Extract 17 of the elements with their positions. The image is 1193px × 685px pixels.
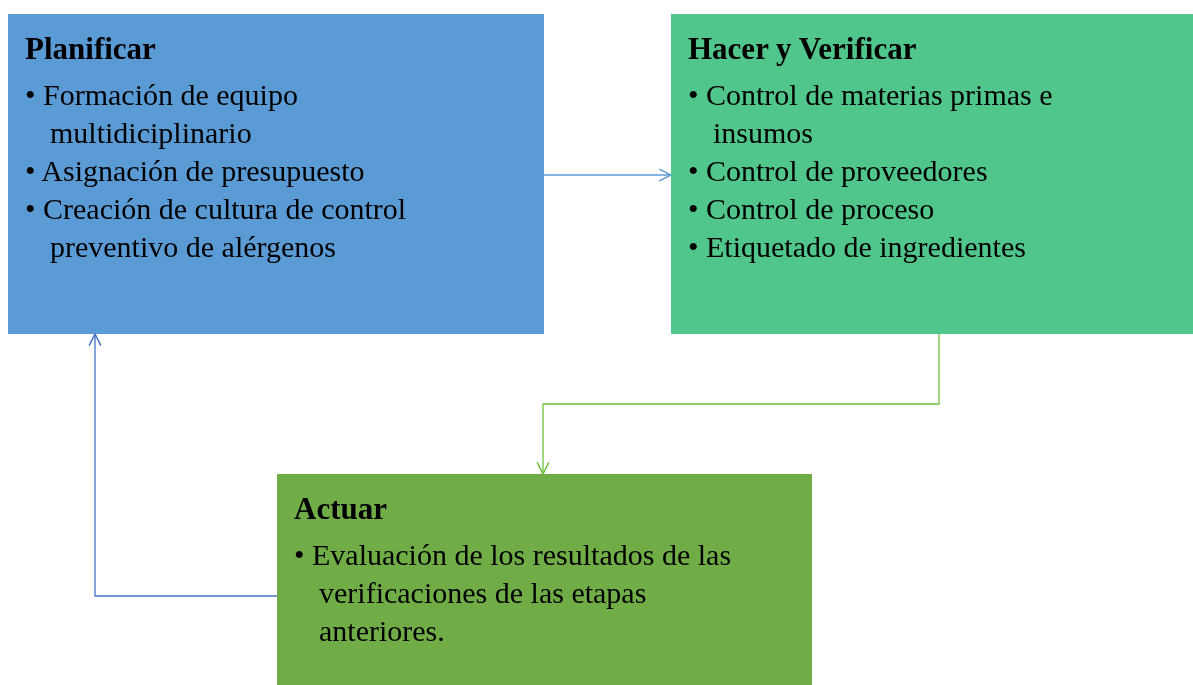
- arrow: [543, 168, 672, 182]
- box-heading: Hacer y Verificar: [688, 30, 918, 68]
- arrow: [88, 333, 278, 597]
- bullet-item: • Creación de cultura de control preventivo de alérgenos: [25, 191, 408, 265]
- bullet-item: • Asignación de presupuesto: [25, 153, 366, 189]
- bullet-item: • Control de proceso: [688, 191, 936, 227]
- box-heading: Planificar: [25, 30, 157, 68]
- bullet-item: • Control de proveedores: [688, 153, 989, 189]
- process-box: [8, 14, 544, 334]
- process-box: [277, 474, 812, 685]
- bullet-item: • Etiquetado de ingredientes: [688, 229, 1027, 265]
- bullet-item: • Formación de equipo multidiciplinario: [25, 77, 299, 151]
- bullet-item: • Control de materias primas e insumos: [688, 77, 1054, 151]
- process-box: [671, 14, 1193, 334]
- box-heading: Actuar: [294, 490, 388, 528]
- arrow: [536, 333, 940, 475]
- bullet-item: • Evaluación de los resultados de las verificaciones de las etapas anteriores.: [294, 537, 733, 649]
